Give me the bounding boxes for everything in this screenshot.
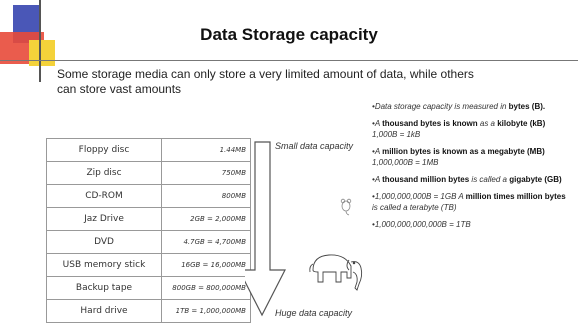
list-item: •A million bytes is known as a megabyte … [372,147,545,167]
media-size-cell: 800GB = 800,000MB [161,276,251,300]
down-arrow-icon [245,141,286,317]
media-size-cell: 2GB = 2,000MB [161,207,251,231]
slide-subtitle: Some storage media can only store a very… [57,67,474,96]
note-bold: thousand bytes is known [382,119,478,128]
media-name-cell: Backup tape [46,276,162,300]
media-size-cell: 1.44MB [161,138,251,162]
note-bold: million times million bytes [465,192,566,201]
media-name-cell: DVD [46,230,162,254]
table-row: USB memory stick 16GB = 16,000MB [46,253,251,277]
small-capacity-label: Small data capacity [275,141,354,151]
table-row: Jaz Drive 2GB = 2,000MB [46,207,251,231]
table-row: Backup tape 800GB = 800,000MB [46,276,251,300]
note-bold: million bytes is known as a megabyte (MB… [382,147,545,156]
mouse-icon [340,198,352,216]
decor-yellow-square [29,40,55,66]
huge-capacity-label: Huge data capacity [275,308,353,318]
list-item: •1,000,000,000,000B = 1TB [372,220,471,229]
media-name-cell: CD-ROM [46,184,162,208]
note-text: 1,000,000B = 1MB [372,158,439,167]
media-size-cell: 4.7GB = 4,700MB [161,230,251,254]
note-text: Data storage capacity is measured in [374,102,509,111]
table-row: Zip disc 750MB [46,161,251,185]
media-size-cell: 800MB [161,184,251,208]
note-bold: thousand million bytes [382,175,470,184]
elephant-icon [309,254,363,291]
list-item: •1,000,000,000B = 1GB A million times mi… [372,192,566,212]
note-text: A [374,175,383,184]
list-item: •A thousand million bytes is called a gi… [372,175,562,184]
list-item: •Data storage capacity is measured in by… [372,102,546,111]
storage-media-table: Floppy disc 1.44MB Zip disc 750MB CD-ROM… [46,138,251,323]
note-text: as a [477,119,498,128]
media-name-cell: USB memory stick [46,253,162,277]
decor-horizontal-line [0,60,578,61]
media-size-cell: 1TB = 1,000,000MB [161,299,251,323]
notes-list: •Data storage capacity is measured in by… [372,101,572,236]
media-name-cell: Jaz Drive [46,207,162,231]
note-text: A [374,119,383,128]
note-bold: kilobyte (kB) [497,119,546,128]
note-bold: bytes (B). [508,102,546,111]
note-text: A [374,147,383,156]
media-name-cell: Hard drive [46,299,162,323]
table-row: Floppy disc 1.44MB [46,138,251,162]
note-text: 1,000,000,000B = 1GB A [374,192,466,201]
note-text: is called a [469,175,510,184]
note-text: is called a terabyte (TB) [372,203,457,212]
note-text: 1,000,000,000,000B = 1TB [374,220,471,229]
note-bold: gigabyte (GB) [509,175,562,184]
media-size-cell: 750MB [161,161,251,185]
media-name-cell: Floppy disc [46,138,162,162]
decor-vertical-line [39,0,41,82]
table-row: CD-ROM 800MB [46,184,251,208]
media-name-cell: Zip disc [46,161,162,185]
media-size-cell: 16GB = 16,000MB [161,253,251,277]
table-row: Hard drive 1TB = 1,000,000MB [46,299,251,323]
table-row: DVD 4.7GB = 4,700MB [46,230,251,254]
note-text: 1,000B = 1kB [372,130,421,139]
slide-title: Data Storage capacity [200,25,378,44]
capacity-arrow-graphic [245,141,363,317]
list-item: •A thousand bytes is known as a kilobyte… [372,119,546,139]
